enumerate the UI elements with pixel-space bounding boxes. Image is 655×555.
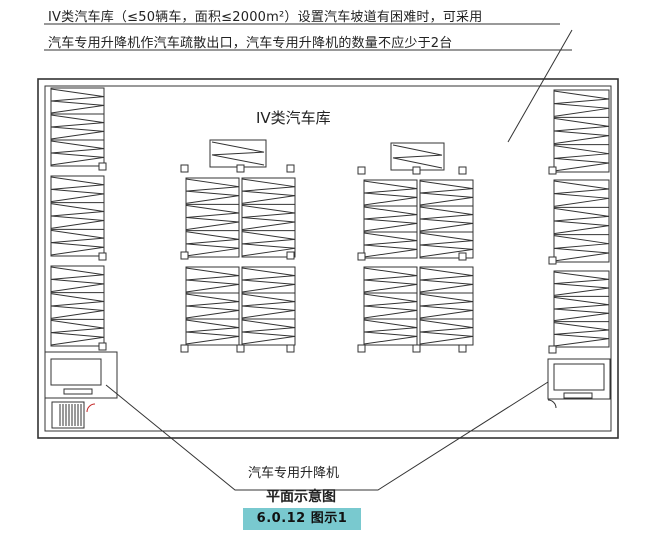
column (412, 166, 421, 175)
lift-label: 汽车专用升降机 (248, 466, 340, 481)
column (236, 344, 245, 353)
column (286, 344, 295, 353)
parking-bay-left-3 (50, 265, 105, 347)
parking-bay-center-2a (363, 179, 418, 259)
column (458, 252, 467, 261)
lift-car-right (553, 363, 605, 391)
column (180, 164, 189, 173)
column (98, 252, 107, 261)
column (286, 164, 295, 173)
plan-title: 平面示意图 (266, 489, 336, 505)
parking-bay-center-2c (363, 266, 418, 346)
stair-enclosure (51, 401, 85, 429)
parking-bay-left-2 (50, 175, 105, 257)
column (548, 345, 557, 354)
lift-sill-left (63, 388, 93, 395)
parking-bay-single-2 (390, 142, 445, 171)
column (357, 166, 366, 175)
door-swing-left (86, 403, 96, 413)
garage-label: IV类汽车库 (256, 109, 331, 127)
column (98, 162, 107, 171)
lift-car-left (50, 358, 102, 386)
stair-treads (59, 404, 82, 426)
column (548, 166, 557, 175)
parking-bay-right-2 (553, 179, 610, 263)
door-swing-right (547, 399, 557, 409)
annotation-line-2: 汽车专用升降机作汽车疏散出口，汽车专用升降机的数量不应少于2台 (48, 36, 453, 51)
column (548, 256, 557, 265)
parking-bay-single-1 (209, 139, 267, 168)
column (286, 251, 295, 260)
lift-room-left (44, 351, 118, 399)
column (458, 344, 467, 353)
column (180, 344, 189, 353)
column (412, 344, 421, 353)
column (357, 344, 366, 353)
parking-bay-center-1d (241, 266, 296, 346)
lift-sill-right (563, 392, 593, 399)
parking-bay-left-1 (50, 87, 105, 167)
parking-bay-center-1a (185, 177, 240, 258)
parking-bay-right-1 (553, 89, 610, 173)
parking-bay-center-2b (419, 179, 474, 259)
column (98, 342, 107, 351)
parking-bay-center-1c (185, 266, 240, 346)
column (357, 252, 366, 261)
lift-label-leader (105, 381, 549, 491)
figure-caption: 6.0.12 图示1 (243, 508, 361, 530)
column (458, 166, 467, 175)
lift-room-right (547, 358, 611, 400)
annotation-line-1: IV类汽车库（≤50辆车，面积≤2000m²）设置汽车坡道有困难时，可采用 (48, 10, 483, 25)
column (236, 164, 245, 173)
column (180, 251, 189, 260)
garage-outer-wall (37, 78, 619, 439)
parking-bay-right-3 (553, 270, 610, 348)
parking-bay-center-1b (241, 177, 296, 258)
garage-inner-wall (44, 85, 612, 432)
parking-bay-center-2d (419, 266, 474, 346)
